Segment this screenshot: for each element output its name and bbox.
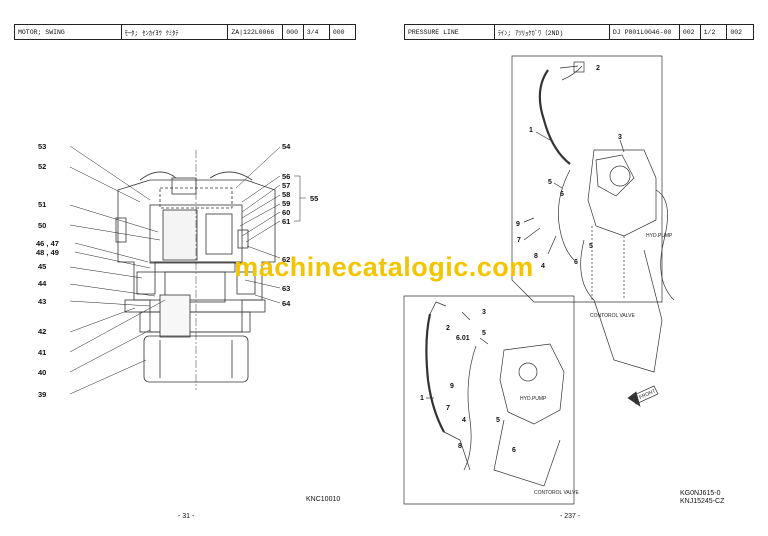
upper-hyd-pump-label: HYD.PUMP bbox=[646, 233, 673, 239]
lower-callout-7: 7 bbox=[446, 405, 450, 412]
header-title: MOTOR; SWING bbox=[15, 25, 122, 39]
callout-41: 41 bbox=[38, 348, 46, 357]
header-sheet: 000 bbox=[332, 28, 345, 36]
upper-control-valve-label: CONTOROL VALVE bbox=[590, 313, 635, 319]
lower-callout-6-01: 6.01 bbox=[456, 335, 470, 342]
left-catalog-page: MOTOR; SWING ﾓｰﾀ; ｾﾝｶｲﾖｳ ｸﾐﾀﾃ ZA|122L006… bbox=[14, 24, 356, 520]
right-page-header: PRESSURE LINE ﾗｲﾝ; ｱﾂﾘｮｸｶﾞﾜ（2ND) DJ P801… bbox=[404, 24, 754, 40]
callout-56: 56 bbox=[282, 172, 290, 181]
callout-54: 54 bbox=[282, 142, 291, 151]
upper-callout-6: 6 bbox=[560, 191, 564, 198]
upper-callout-8: 8 bbox=[534, 253, 538, 260]
callout-61: 61 bbox=[282, 217, 290, 226]
drawing-code: KNC10010 bbox=[306, 496, 341, 503]
callout-53: 53 bbox=[38, 142, 46, 151]
pressure-line-drawing: 2 1 3 5 6 9 7 8 4 5 6 2 3 5 6.01 1 9 7 4… bbox=[403, 55, 675, 505]
drawing-code-1: KG0NJ615-0 bbox=[680, 490, 721, 497]
upper-callout-6b: 6 bbox=[574, 259, 578, 266]
upper-callout-5b: 5 bbox=[589, 243, 593, 250]
lower-hyd-pump-label: HYD.PUMP bbox=[520, 396, 547, 402]
lower-callout-2: 2 bbox=[446, 325, 450, 332]
header-page: 3/4 bbox=[304, 25, 330, 39]
callout-58: 58 bbox=[282, 190, 290, 199]
callout-64: 64 bbox=[282, 299, 291, 308]
upper-callout-4: 4 bbox=[541, 263, 545, 270]
drawing-code-2: KNJ15245-CZ bbox=[680, 498, 725, 505]
header-jp-name: ﾗｲﾝ; ｱﾂﾘｮｸｶﾞﾜ（2ND) bbox=[495, 25, 610, 39]
upper-callout-2: 2 bbox=[596, 65, 600, 72]
header-sheet: 002 bbox=[730, 28, 743, 36]
lower-callout-3: 3 bbox=[482, 309, 486, 316]
upper-callout-1: 1 bbox=[529, 127, 533, 134]
lower-callout-5b: 5 bbox=[496, 417, 500, 424]
lower-callout-6b: 6 bbox=[512, 447, 516, 454]
upper-callout-9: 9 bbox=[516, 221, 520, 228]
lower-callout-1: 1 bbox=[420, 395, 424, 402]
left-page-header: MOTOR; SWING ﾓｰﾀ; ｾﾝｶｲﾖｳ ｸﾐﾀﾃ ZA|122L006… bbox=[14, 24, 356, 40]
callout-59: 59 bbox=[282, 199, 290, 208]
header-jp-name: ﾓｰﾀ; ｾﾝｶｲﾖｳ ｸﾐﾀﾃ bbox=[122, 25, 229, 39]
header-rev: 000 bbox=[283, 25, 304, 39]
swing-motor-drawing: 53 52 51 50 46 , 47 48 , 49 45 44 43 42 … bbox=[36, 142, 318, 399]
callout-43: 43 bbox=[38, 297, 46, 306]
page-number: - 31 - bbox=[178, 513, 195, 520]
callout-51: 51 bbox=[38, 200, 46, 209]
lower-callout-5: 5 bbox=[482, 330, 486, 337]
callout-40: 40 bbox=[38, 368, 46, 377]
page-number: - 237 - bbox=[560, 513, 581, 520]
upper-callout-3: 3 bbox=[618, 134, 622, 141]
lower-control-valve-label: CONTOROL VALVE bbox=[534, 490, 579, 496]
callout-50: 50 bbox=[38, 221, 46, 230]
header-code: DJ P801L0046-00 bbox=[610, 25, 680, 39]
header-title: PRESSURE LINE bbox=[405, 25, 495, 39]
lower-callout-8: 8 bbox=[458, 443, 462, 450]
upper-callout-5: 5 bbox=[548, 179, 552, 186]
callout-44: 44 bbox=[38, 279, 47, 288]
callout-62: 62 bbox=[282, 255, 290, 264]
upper-callout-7: 7 bbox=[517, 237, 521, 244]
lower-callout-9: 9 bbox=[450, 383, 454, 390]
header-code: ZA|122L0066 bbox=[228, 25, 284, 39]
header-rev: 002 bbox=[680, 25, 701, 39]
callout-52: 52 bbox=[38, 162, 46, 171]
callout-55: 55 bbox=[310, 194, 318, 203]
callout-57: 57 bbox=[282, 181, 290, 190]
header-page: 1/2 bbox=[701, 25, 728, 39]
lower-callout-4: 4 bbox=[462, 417, 466, 424]
callout-60: 60 bbox=[282, 208, 290, 217]
callout-46-47: 46 , 47 bbox=[36, 239, 59, 248]
callout-39: 39 bbox=[38, 390, 46, 399]
callout-63: 63 bbox=[282, 284, 290, 293]
right-catalog-page: PRESSURE LINE ﾗｲﾝ; ｱﾂﾘｮｸｶﾞﾜ（2ND) DJ P801… bbox=[384, 0, 768, 536]
callout-45: 45 bbox=[38, 262, 46, 271]
callout-42: 42 bbox=[38, 327, 46, 336]
callout-48-49: 48 , 49 bbox=[36, 248, 59, 257]
